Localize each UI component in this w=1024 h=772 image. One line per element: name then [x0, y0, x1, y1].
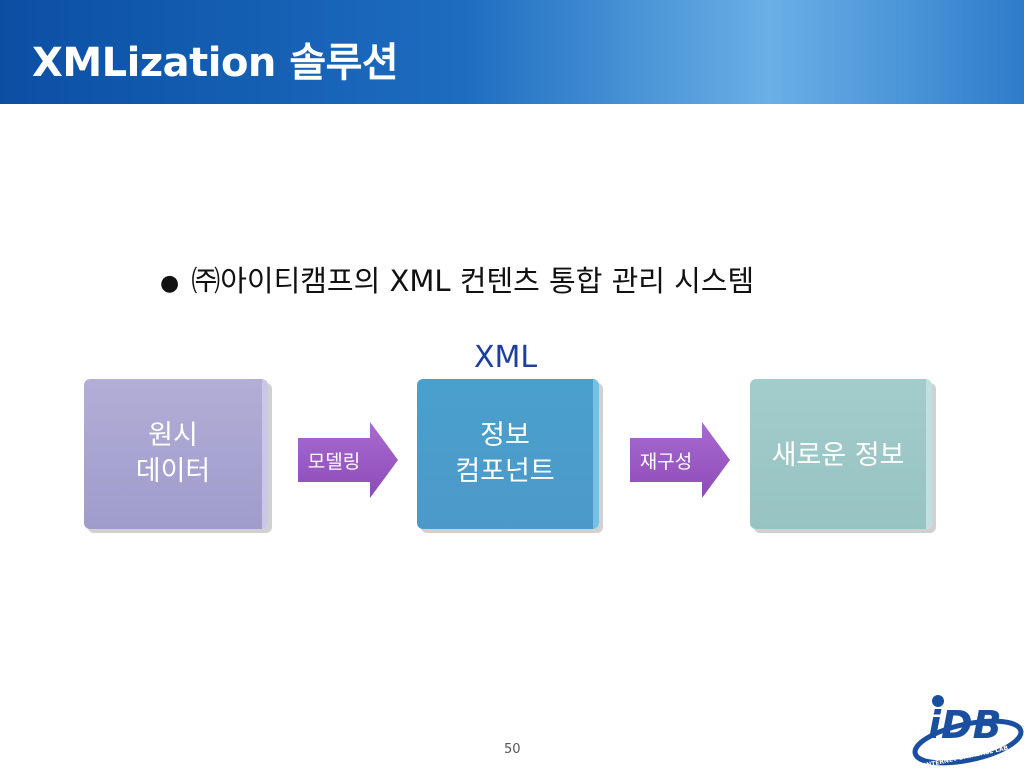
bullet-text: ㈜아이티캠프의 XML 컨텐츠 통합 관리 시스템: [191, 264, 755, 298]
arrow-right-icon: [298, 422, 398, 498]
xml-label: XML: [474, 340, 538, 375]
box-raw-data-line2: 데이터: [135, 456, 211, 487]
idb-logo: iDB INTERNET DATABASE LAB: [908, 690, 1024, 769]
arrow-modeling: 모델링: [298, 422, 398, 498]
slide-header: XMLization 솔루션: [0, 0, 1024, 104]
arrow-modeling-label: 모델링: [307, 450, 361, 473]
logo-text: iDB: [928, 703, 1002, 747]
idb-logo-icon: iDB INTERNET DATABASE LAB: [912, 695, 1024, 769]
box-info-component: 정보 컴포넌트: [417, 379, 599, 529]
bullet-item: ● ㈜아이티캠프의 XML 컨텐츠 통합 관리 시스템: [160, 258, 754, 300]
bullet-dot-icon: ●: [160, 270, 180, 296]
page-number: 50: [504, 742, 521, 757]
box-info-component-line1: 정보: [480, 420, 530, 451]
arrow-reconstruct: 재구성: [630, 422, 730, 498]
box-info-component-line2: 컴포넌트: [455, 456, 555, 487]
arrow-right-icon: [630, 422, 730, 498]
box-raw-data-line1: 원시: [148, 420, 198, 451]
box-raw-data: 원시 데이터: [84, 379, 268, 529]
box-new-info-line1: 새로운 정보: [771, 440, 905, 471]
logo-ring-text: INTERNET DATABASE LAB: [924, 745, 1010, 768]
arrow-reconstruct-label: 재구성: [639, 450, 693, 473]
slide-title: XMLization 솔루션: [32, 40, 399, 86]
box-new-info: 새로운 정보: [750, 379, 932, 529]
